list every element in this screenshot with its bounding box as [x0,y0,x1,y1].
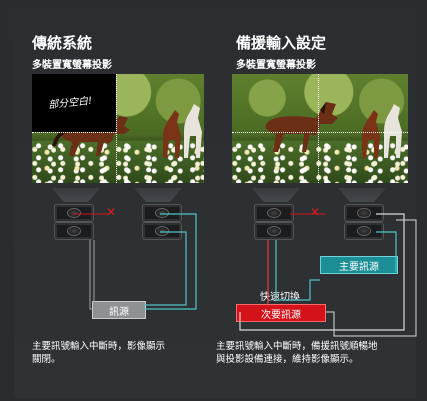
chestnut-horse-icon [362,110,380,158]
traditional-subtitle: 多裝置寬螢幕投影 [32,60,112,71]
white-horse-icon [384,104,402,158]
backup-projection-image [232,74,408,183]
traditional-projection-image: 部分空白! [32,74,204,183]
backup-input-column: 備援輸入設定 多裝置寬螢幕投影 ✕ 主要訊源 快速切換 次要訊源 主要訊號輸入中… [216,0,408,380]
projector-icon [54,204,94,222]
quick-switch-label: 快速切換 [260,292,300,303]
projector-icon [142,204,182,222]
projector-icon [254,204,294,222]
projector-icon [344,204,384,222]
chestnut-horse-icon [163,110,181,158]
projector-icon [142,222,182,240]
traditional-title: 傳統系統 [32,34,93,52]
traditional-system-column: 傳統系統 多裝置寬螢幕投影 部分空白! ✕ 訊源 主要訊號輸入中斷時，影像顯示 … [16,0,204,380]
projector-icon [344,222,384,240]
backup-title: 備援輸入設定 [236,34,327,52]
traditional-caption: 主要訊號輸入中斷時，影像顯示 關閉。 [32,341,166,365]
brown-horse-icon [265,102,338,152]
backup-subtitle: 多裝置寬螢幕投影 [236,60,316,71]
projector-icon [254,222,294,240]
backup-source-box: 次要訊源 [236,304,326,322]
main-source-box: 主要訊源 [320,256,398,274]
disconnect-x-icon: ✕ [106,205,117,219]
signal-source-box: 訊源 [92,301,146,319]
disconnect-x-icon: ✕ [310,205,321,219]
white-horse-icon [184,104,202,158]
blank-area [32,74,116,132]
projector-icon [54,222,94,240]
backup-caption: 主要訊號輸入中斷時，備援訊號順暢地 與投影設備連接，維持影像顯示。 [216,341,378,365]
